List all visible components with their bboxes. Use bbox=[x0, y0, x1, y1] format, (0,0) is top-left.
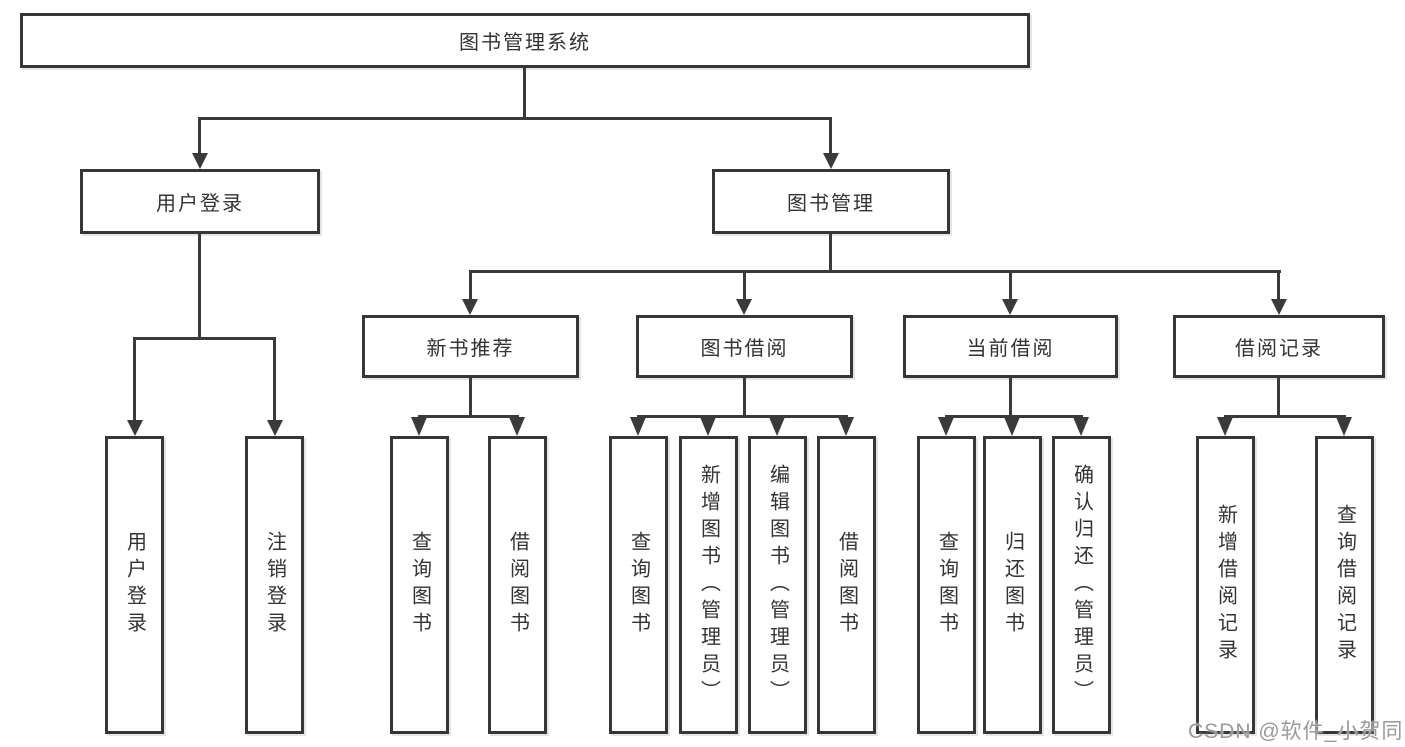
connector-book-mgmt-stem bbox=[829, 234, 832, 270]
arrow-down-icon bbox=[1073, 417, 1089, 436]
connector-level3-bar bbox=[469, 270, 1281, 273]
connector-group-bar bbox=[418, 415, 519, 418]
connector-group-stem bbox=[743, 378, 746, 416]
leaf-query-books: 查询图书 bbox=[917, 436, 976, 734]
connector-group-stem bbox=[1277, 378, 1280, 416]
leaf-label: 查询图书 bbox=[935, 531, 958, 639]
node-new-book-recommend: 新书推荐 bbox=[362, 315, 579, 378]
connector-level3-drop bbox=[469, 270, 472, 301]
leaf-borrow-books: 借阅图书 bbox=[488, 436, 547, 734]
arrow-down-icon bbox=[1217, 417, 1233, 436]
leaf-logout: 注销登录 bbox=[245, 436, 304, 734]
arrow-down-icon bbox=[823, 153, 839, 169]
leaf-borrow-books: 借阅图书 bbox=[817, 436, 876, 734]
arrow-down-icon bbox=[1336, 417, 1352, 436]
arrow-down-icon bbox=[1002, 299, 1018, 315]
connector-user-login-stem bbox=[198, 234, 201, 337]
connector-level2-bar bbox=[198, 117, 832, 120]
node-label: 用户登录 bbox=[156, 193, 244, 215]
arrow-down-icon bbox=[1271, 299, 1287, 315]
leaf-label: 确认归还（管理员） bbox=[1070, 463, 1093, 707]
connector-group-stem bbox=[1009, 378, 1012, 416]
connector-level3-drop bbox=[1277, 270, 1280, 301]
node-book-borrowing: 图书借阅 bbox=[636, 315, 853, 378]
node-borrowing-records: 借阅记录 bbox=[1173, 315, 1385, 378]
leaf-query-books: 查询图书 bbox=[390, 436, 449, 734]
arrow-down-icon bbox=[462, 299, 478, 315]
arrow-down-icon bbox=[769, 417, 785, 436]
node-label: 图书借阅 bbox=[700, 338, 789, 360]
arrow-down-icon bbox=[127, 420, 143, 436]
node-label: 图书管理 bbox=[787, 193, 875, 215]
arrow-down-icon bbox=[700, 417, 716, 436]
csdn-watermark: CSDN @软件_小贺同学 bbox=[1188, 720, 1404, 743]
leaf-return-books: 归还图书 bbox=[983, 436, 1042, 734]
arrow-down-icon bbox=[509, 417, 525, 436]
leaf-label: 用户登录 bbox=[123, 531, 146, 639]
connector-group-stem bbox=[469, 378, 472, 416]
leaf-query-borrow-record: 查询借阅记录 bbox=[1315, 436, 1374, 734]
arrow-down-icon bbox=[267, 420, 283, 436]
leaf-label: 新增图书（管理员） bbox=[697, 463, 720, 707]
connector-leaf-drop bbox=[133, 337, 136, 422]
node-current-borrowing: 当前借阅 bbox=[903, 315, 1118, 378]
connector-leaf-drop bbox=[273, 337, 276, 422]
leaf-edit-books-admin: 编辑图书（管理员） bbox=[748, 436, 807, 734]
node-label: 借阅记录 bbox=[1235, 338, 1323, 360]
arrow-down-icon bbox=[736, 299, 752, 315]
node-label: 当前借阅 bbox=[966, 338, 1055, 360]
arrow-down-icon bbox=[630, 417, 646, 436]
arrow-down-icon bbox=[838, 417, 854, 436]
connector-group-bar bbox=[637, 415, 848, 418]
connector-user-login-bar bbox=[133, 337, 276, 340]
connector-level3-drop bbox=[743, 270, 746, 301]
arrow-down-icon bbox=[411, 417, 427, 436]
leaf-label: 查询图书 bbox=[408, 531, 431, 639]
leaf-label: 借阅图书 bbox=[506, 531, 529, 639]
leaf-add-books-admin: 新增图书（管理员） bbox=[679, 436, 738, 734]
arrow-down-icon bbox=[192, 153, 208, 169]
leaf-label: 新增借阅记录 bbox=[1214, 504, 1237, 666]
connector-level3-drop bbox=[1009, 270, 1012, 301]
node-user-login: 用户登录 bbox=[80, 169, 320, 234]
leaf-label: 借阅图书 bbox=[835, 531, 858, 639]
leaf-query-books: 查询图书 bbox=[609, 436, 668, 734]
leaf-label: 查询图书 bbox=[627, 531, 650, 639]
arrow-down-icon bbox=[1004, 417, 1020, 436]
leaf-label: 归还图书 bbox=[1001, 531, 1024, 639]
connector-book-mgmt-drop bbox=[829, 117, 832, 155]
node-label: 新书推荐 bbox=[426, 338, 515, 360]
connector-user-login-drop bbox=[198, 117, 201, 155]
node-book-management: 图书管理 bbox=[712, 169, 950, 234]
node-library-management-system: 图书管理系统 bbox=[20, 13, 1030, 68]
leaf-confirm-return-admin: 确认归还（管理员） bbox=[1052, 436, 1111, 734]
leaf-label: 编辑图书（管理员） bbox=[766, 463, 789, 707]
leaf-add-borrow-record: 新增借阅记录 bbox=[1196, 436, 1255, 734]
arrow-down-icon bbox=[938, 417, 954, 436]
connector-group-bar bbox=[1224, 415, 1346, 418]
connector-group-bar bbox=[945, 415, 1083, 418]
leaf-label: 注销登录 bbox=[263, 531, 286, 639]
leaf-label: 查询借阅记录 bbox=[1333, 504, 1356, 666]
leaf-user-login: 用户登录 bbox=[105, 436, 164, 734]
node-label: 图书管理系统 bbox=[459, 32, 591, 54]
connector-root-stem bbox=[523, 68, 526, 120]
